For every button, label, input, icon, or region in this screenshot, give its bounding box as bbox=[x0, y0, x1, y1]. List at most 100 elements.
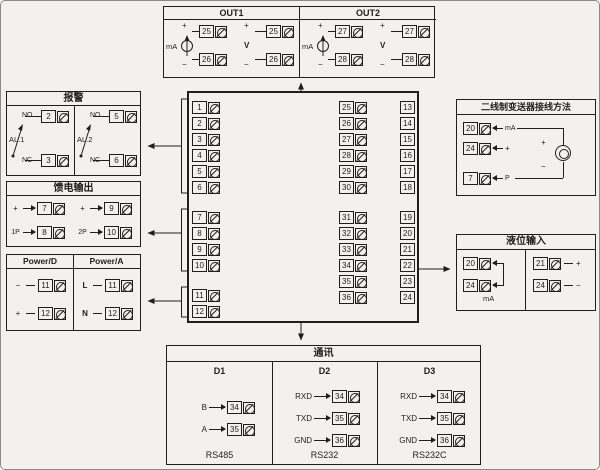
screw-terminal-icon bbox=[120, 226, 132, 239]
power-row: L 11 bbox=[80, 279, 133, 292]
plus-label: + bbox=[505, 144, 510, 153]
terminal-number: 5 bbox=[192, 165, 207, 178]
comm-panel: 通讯 D1 B 34 A 35 RS485 D2 RXD bbox=[166, 345, 481, 465]
comm-row: TXD 35 bbox=[288, 412, 360, 425]
out2-v-circuit: + V − 27 28 bbox=[369, 21, 432, 75]
wire-arrow bbox=[419, 415, 436, 421]
group-name: 1P bbox=[11, 228, 20, 236]
wire-arrow bbox=[23, 205, 36, 211]
signal-label: GND bbox=[399, 436, 417, 445]
comm-standard-label: RS232 bbox=[310, 450, 339, 460]
terminal-number: 35 bbox=[332, 412, 347, 425]
terminal-number: 10 bbox=[192, 259, 207, 272]
comm-standard-label: RS485 bbox=[205, 450, 234, 460]
screw-terminal-icon bbox=[57, 110, 69, 123]
screw-terminal-icon bbox=[453, 390, 465, 403]
terminal-number: 8 bbox=[37, 226, 52, 239]
terminal-number: 2 bbox=[41, 110, 56, 123]
screw-terminal-icon bbox=[549, 257, 561, 270]
plus-sign: + bbox=[80, 204, 85, 213]
out-panel: OUT1 mA + − 25 26 bbox=[163, 6, 436, 78]
wire-arrow bbox=[419, 437, 436, 443]
terminal-number: 34 bbox=[227, 401, 242, 414]
terminal-number: 27 bbox=[335, 25, 350, 38]
screw-terminal-icon bbox=[355, 149, 367, 162]
wire-arrow bbox=[314, 437, 331, 443]
neutral-label: N bbox=[82, 309, 88, 318]
terminal-number: 11 bbox=[38, 279, 53, 292]
screw-terminal-icon bbox=[355, 101, 367, 114]
wire-arrow bbox=[209, 426, 226, 432]
screw-terminal-icon bbox=[355, 259, 367, 272]
terminal-pair: 26 bbox=[199, 53, 227, 66]
screw-terminal-icon bbox=[215, 25, 227, 38]
relay-name: AL.2 bbox=[77, 135, 93, 144]
ma-label: mA bbox=[505, 124, 516, 132]
screw-terminal-icon bbox=[208, 259, 220, 272]
terminal-number: 19 bbox=[400, 211, 415, 224]
terminal-number: 35 bbox=[437, 412, 452, 425]
screw-terminal-icon bbox=[348, 390, 360, 403]
terminal-number: 18 bbox=[400, 181, 415, 194]
current-source-icon bbox=[317, 35, 329, 56]
terminal-pair: 25 bbox=[266, 25, 294, 38]
block-row: 7 bbox=[192, 211, 220, 224]
feed-row: + 7 bbox=[10, 202, 65, 215]
screw-terminal-icon bbox=[121, 307, 133, 320]
power-a-column: L 11 N 12 bbox=[74, 269, 140, 330]
screw-terminal-icon bbox=[355, 291, 367, 304]
liquid-row: 21 + bbox=[533, 257, 581, 270]
terminal-number: 12 bbox=[192, 305, 207, 318]
block-row: 30 18 bbox=[339, 181, 415, 194]
screw-terminal-icon bbox=[53, 226, 65, 239]
comm-row: TXD 35 bbox=[393, 412, 465, 425]
screw-terminal-icon bbox=[479, 142, 491, 155]
terminal-number: 20 bbox=[463, 122, 478, 135]
relay-switch-icon bbox=[79, 124, 91, 158]
screw-terminal-icon bbox=[348, 434, 360, 447]
wire-arrow bbox=[314, 415, 331, 421]
terminal-number: 28 bbox=[335, 53, 350, 66]
block-row: 5 bbox=[192, 165, 220, 178]
screw-terminal-icon bbox=[479, 257, 491, 270]
wire-arrow bbox=[419, 393, 436, 399]
feed-row: 1P 8 bbox=[10, 226, 65, 239]
feed-row: + 9 bbox=[77, 202, 132, 215]
terminal-number: 27 bbox=[402, 25, 417, 38]
terminal-number: 2 bbox=[192, 117, 207, 130]
v-label: V bbox=[380, 41, 386, 50]
wire-arrow bbox=[492, 175, 503, 181]
power-row: + 12 bbox=[13, 307, 66, 320]
relay-switch-icon bbox=[11, 124, 23, 158]
signal-label: RXD bbox=[400, 392, 417, 401]
plus-sign: + bbox=[244, 21, 249, 30]
current-source-icon bbox=[181, 35, 193, 56]
screw-terminal-icon bbox=[453, 434, 465, 447]
terminal-number: 30 bbox=[339, 181, 354, 194]
feed-row: 2P 10 bbox=[77, 226, 132, 239]
screw-terminal-icon bbox=[208, 305, 220, 318]
liquid-title: 液位输入 bbox=[457, 235, 595, 250]
block-row: 11 bbox=[192, 289, 220, 302]
terminal-pair: 26 bbox=[266, 53, 294, 66]
block-row: 12 bbox=[192, 305, 220, 318]
comm-row: A 35 bbox=[183, 423, 255, 436]
screw-terminal-icon bbox=[54, 279, 66, 292]
terminal-number: 11 bbox=[192, 289, 207, 302]
feed-output-panel: 馈电输出 + 7 1P 8 + 9 2P bbox=[6, 181, 141, 247]
signal-label: A bbox=[201, 425, 207, 434]
feed-title: 馈电输出 bbox=[7, 182, 140, 196]
relay-name: AL.1 bbox=[9, 135, 25, 144]
terminal-pair: 6 bbox=[109, 154, 137, 167]
terminal-number: 35 bbox=[339, 275, 354, 288]
terminal-number: 25 bbox=[199, 25, 214, 38]
block-row: 3 bbox=[192, 133, 220, 146]
block-row: 1 bbox=[192, 101, 220, 114]
